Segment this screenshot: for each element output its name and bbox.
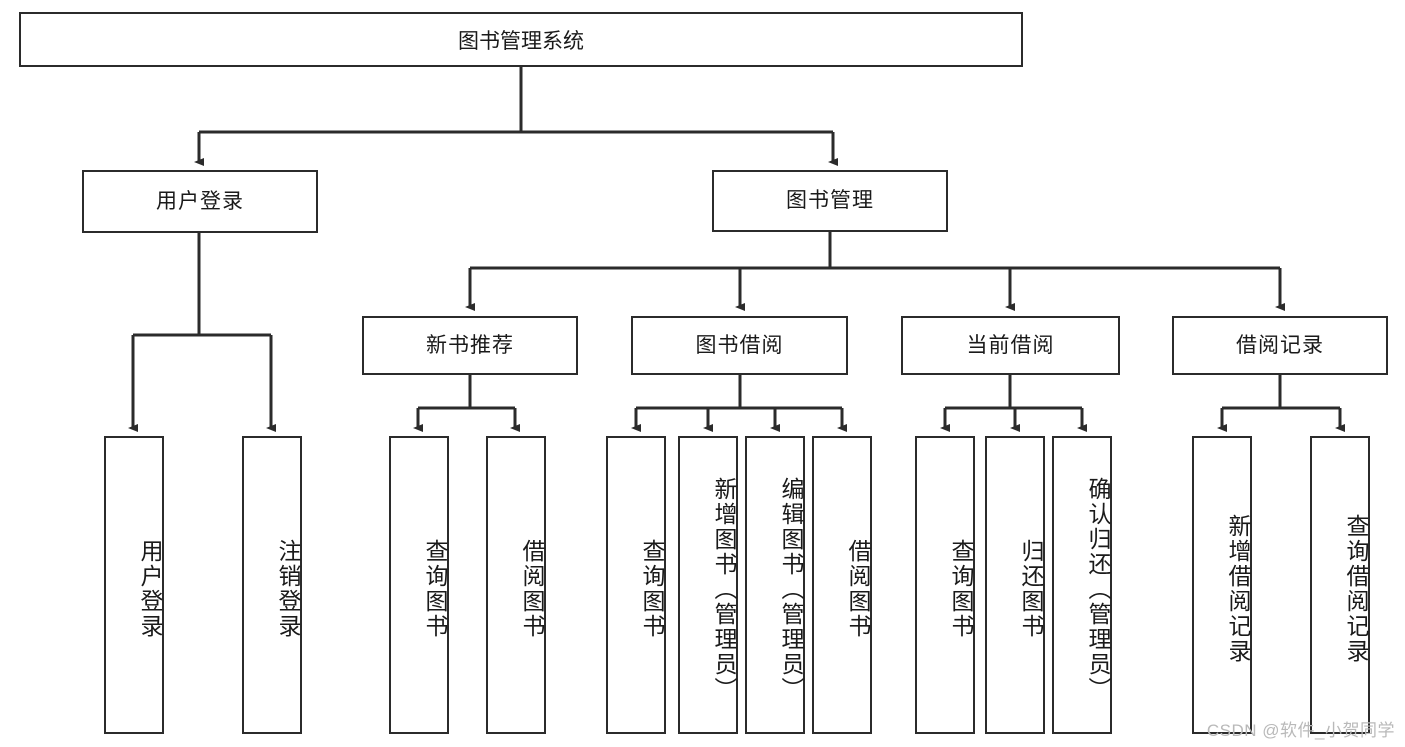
- node-book-management-system[interactable]: 图书管理系统: [19, 12, 1023, 67]
- leaf-borrow-book-1[interactable]: 借阅图书: [486, 436, 546, 734]
- leaf-return-book[interactable]: 归还图书: [985, 436, 1045, 734]
- node-new-book-recommend[interactable]: 新书推荐: [362, 316, 578, 375]
- leaf-logout-login[interactable]: 注销登录: [242, 436, 302, 734]
- leaf-query-book-3[interactable]: 查询图书: [915, 436, 975, 734]
- leaf-user-login[interactable]: 用户登录: [104, 436, 164, 734]
- node-label: 查询图书: [422, 539, 448, 639]
- leaf-add-book[interactable]: 新增图书（管理员）: [678, 436, 738, 734]
- node-label: 查询图书: [639, 539, 665, 639]
- node-label: 注销登录: [275, 539, 301, 639]
- node-label: 编辑图书（管理员）: [778, 476, 804, 702]
- leaf-query-record[interactable]: 查询借阅记录: [1310, 436, 1370, 734]
- node-label: 确认归还（管理员）: [1085, 476, 1111, 702]
- node-borrow-record[interactable]: 借阅记录: [1172, 316, 1388, 375]
- node-label: 用户登录: [137, 539, 163, 639]
- node-label: 归还图书: [1018, 539, 1044, 639]
- node-book-borrow[interactable]: 图书借阅: [631, 316, 848, 375]
- node-label: 当前借阅: [966, 333, 1055, 357]
- node-label: 用户登录: [156, 189, 244, 213]
- node-label: 新增图书（管理员）: [711, 476, 737, 702]
- node-user-login[interactable]: 用户登录: [82, 170, 318, 233]
- node-label: 借阅记录: [1236, 333, 1324, 357]
- leaf-borrow-book-2[interactable]: 借阅图书: [812, 436, 872, 734]
- node-label: 查询借阅记录: [1343, 514, 1369, 664]
- leaf-add-record[interactable]: 新增借阅记录: [1192, 436, 1252, 734]
- leaf-confirm-return[interactable]: 确认归还（管理员）: [1052, 436, 1112, 734]
- node-label: 新书推荐: [426, 333, 514, 357]
- node-label: 图书管理系统: [458, 29, 584, 53]
- node-label: 借阅图书: [845, 539, 871, 639]
- leaf-query-book-2[interactable]: 查询图书: [606, 436, 666, 734]
- node-label: 图书借阅: [695, 333, 784, 357]
- watermark-text: CSDN @软件_小贺同学: [1206, 721, 1395, 740]
- leaf-query-book-1[interactable]: 查询图书: [389, 436, 449, 734]
- node-label: 查询图书: [948, 539, 974, 639]
- node-label: 新增借阅记录: [1225, 514, 1251, 664]
- node-label: 借阅图书: [519, 539, 545, 639]
- node-book-management[interactable]: 图书管理: [712, 170, 948, 232]
- node-current-borrow[interactable]: 当前借阅: [901, 316, 1120, 375]
- node-label: 图书管理: [786, 189, 874, 213]
- leaf-edit-book[interactable]: 编辑图书（管理员）: [745, 436, 805, 734]
